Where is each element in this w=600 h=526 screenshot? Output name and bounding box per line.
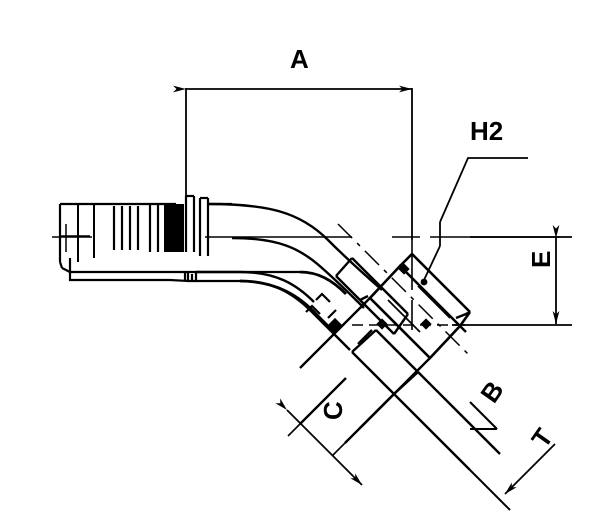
nut-chamfers xyxy=(359,294,471,333)
dimension-A xyxy=(173,85,413,240)
dimension-B xyxy=(469,401,498,430)
leader-H2 xyxy=(420,157,528,286)
dimension-label-E: E xyxy=(526,250,556,268)
shank-sleeve xyxy=(68,272,240,283)
ferrule-collar xyxy=(184,194,232,256)
section-markers xyxy=(327,263,432,334)
dimension-label-C: C xyxy=(318,401,348,420)
seal-band xyxy=(164,204,184,252)
barb-serrations xyxy=(112,204,160,252)
outlet-axis-centerline xyxy=(337,223,469,355)
bend-inner-wall xyxy=(196,270,351,351)
dimension-T xyxy=(469,443,556,511)
dimension-E xyxy=(452,225,572,326)
bend-outer-wall xyxy=(207,202,383,309)
dimension-label-H2: H2 xyxy=(470,116,504,146)
bend-bottom-contour xyxy=(239,270,347,331)
dimension-label-A: A xyxy=(290,44,309,74)
horizontal-centerline xyxy=(52,224,560,252)
outlet-seat xyxy=(351,329,419,405)
dimension-C xyxy=(275,398,363,486)
